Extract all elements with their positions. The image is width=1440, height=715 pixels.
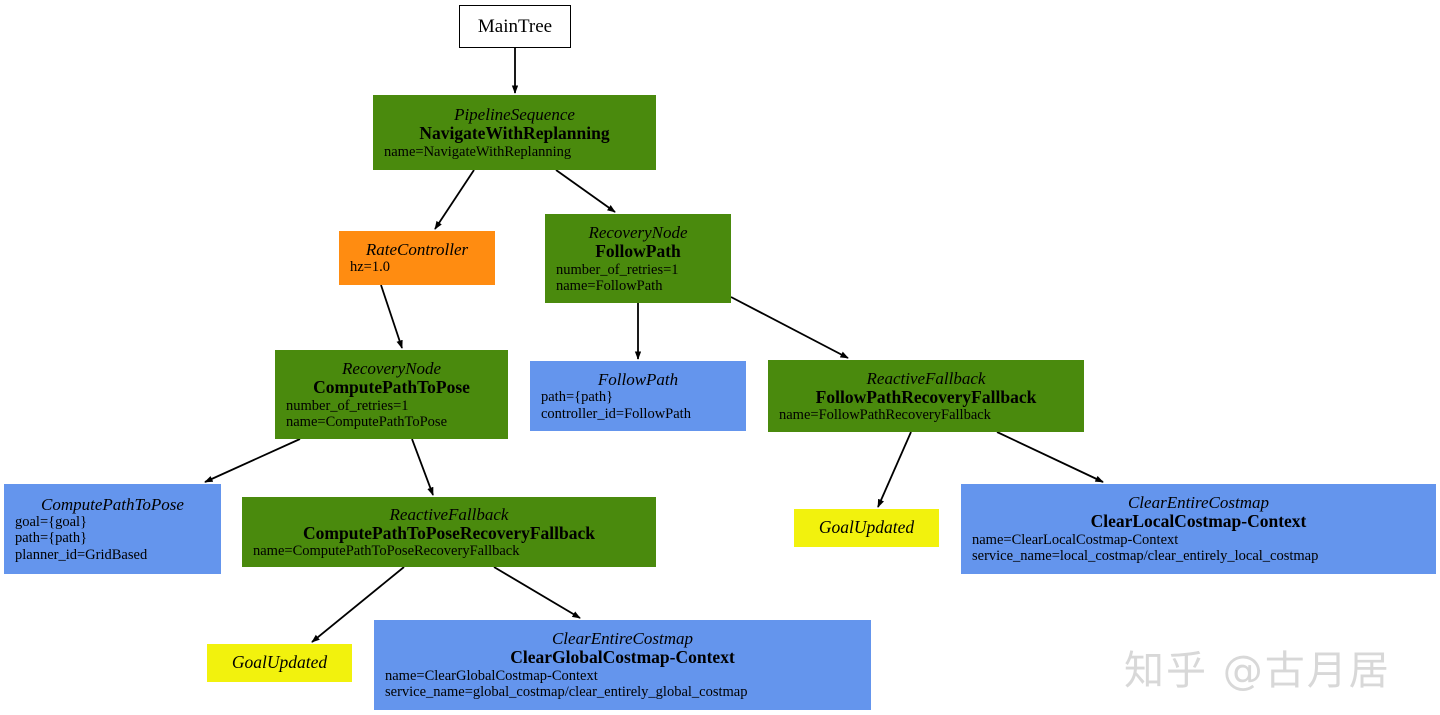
node-attrs: number_of_retries=1 name=FollowPath <box>556 261 679 294</box>
node-name-label: ComputePathToPoseRecoveryFallback <box>303 522 595 543</box>
node-type-label: ReactiveFallback <box>389 504 509 524</box>
node-attrs: goal={goal} path={path} planner_id=GridB… <box>15 514 148 563</box>
node-attrs: name=NavigateWithReplanning <box>384 143 572 160</box>
edge-rate_controller-to-compute_path_to_pose_recovery <box>380 284 403 349</box>
watermark: 知乎 @古月居 <box>1124 648 1391 694</box>
node-type-label: ReactiveFallback <box>866 368 986 388</box>
node-type-label: RecoveryNode <box>588 222 688 242</box>
node-type-label: ClearEntireCostmap <box>1127 493 1270 513</box>
node-name-label: NavigateWithReplanning <box>419 123 610 144</box>
node-type-label: GoalUpdated <box>231 652 328 673</box>
node-maintree[interactable]: MainTree <box>459 5 571 48</box>
node-attrs: name=FollowPathRecoveryFallback <box>779 407 991 424</box>
node-goal_updated_left[interactable]: GoalUpdated <box>207 644 352 682</box>
node-name-label: ClearLocalCostmap-Context <box>1090 511 1307 532</box>
node-type-label: ComputePathToPose <box>41 495 184 515</box>
node-attrs: path={path} controller_id=FollowPath <box>541 389 691 422</box>
edge-compute_path_to_pose_recovery-to-compute_path_to_pose_action <box>204 438 301 483</box>
node-type-label: RecoveryNode <box>341 358 442 378</box>
edge-navigate_with_replanning-to-rate_controller <box>434 169 475 230</box>
node-name-label: ClearGlobalCostmap-Context <box>510 647 735 668</box>
node-type-label: ClearEntireCostmap <box>551 629 694 649</box>
edge-compute_path_to_pose_recovery-to-compute_path_to_pose_recovery_fallback <box>411 438 434 496</box>
edge-follow_path_recovery_fallback-to-clear_local_costmap <box>996 431 1104 483</box>
node-attrs: name=ClearLocalCostmap-Context service_n… <box>972 532 1319 565</box>
node-name-label: ComputePathToPose <box>313 376 470 397</box>
node-attrs: name=ClearGlobalCostmap-Context service_… <box>385 668 748 701</box>
node-type-label: RateController <box>365 240 469 260</box>
node-goal_updated_right[interactable]: GoalUpdated <box>794 509 939 547</box>
node-attrs: number_of_retries=1 name=ComputePathToPo… <box>286 397 448 430</box>
edge-compute_path_to_pose_recovery_fallback-to-clear_global_costmap <box>493 566 581 619</box>
node-name-label: FollowPathRecoveryFallback <box>815 386 1037 407</box>
edge-navigate_with_replanning-to-follow_path_recovery <box>555 169 616 213</box>
node-type-label: PipelineSequence <box>454 105 575 125</box>
node-attrs: hz=1.0 <box>350 259 390 276</box>
node-type-label: FollowPath <box>597 370 679 390</box>
node-type-label: GoalUpdated <box>818 517 915 538</box>
node-name-label: FollowPath <box>595 240 681 261</box>
edge-follow_path_recovery-to-follow_path_recovery_fallback <box>730 296 849 359</box>
node-name-label: MainTree <box>477 15 553 37</box>
edge-follow_path_recovery_fallback-to-goal_updated_right <box>877 431 912 508</box>
node-attrs: name=ComputePathToPoseRecoveryFallback <box>253 543 520 560</box>
